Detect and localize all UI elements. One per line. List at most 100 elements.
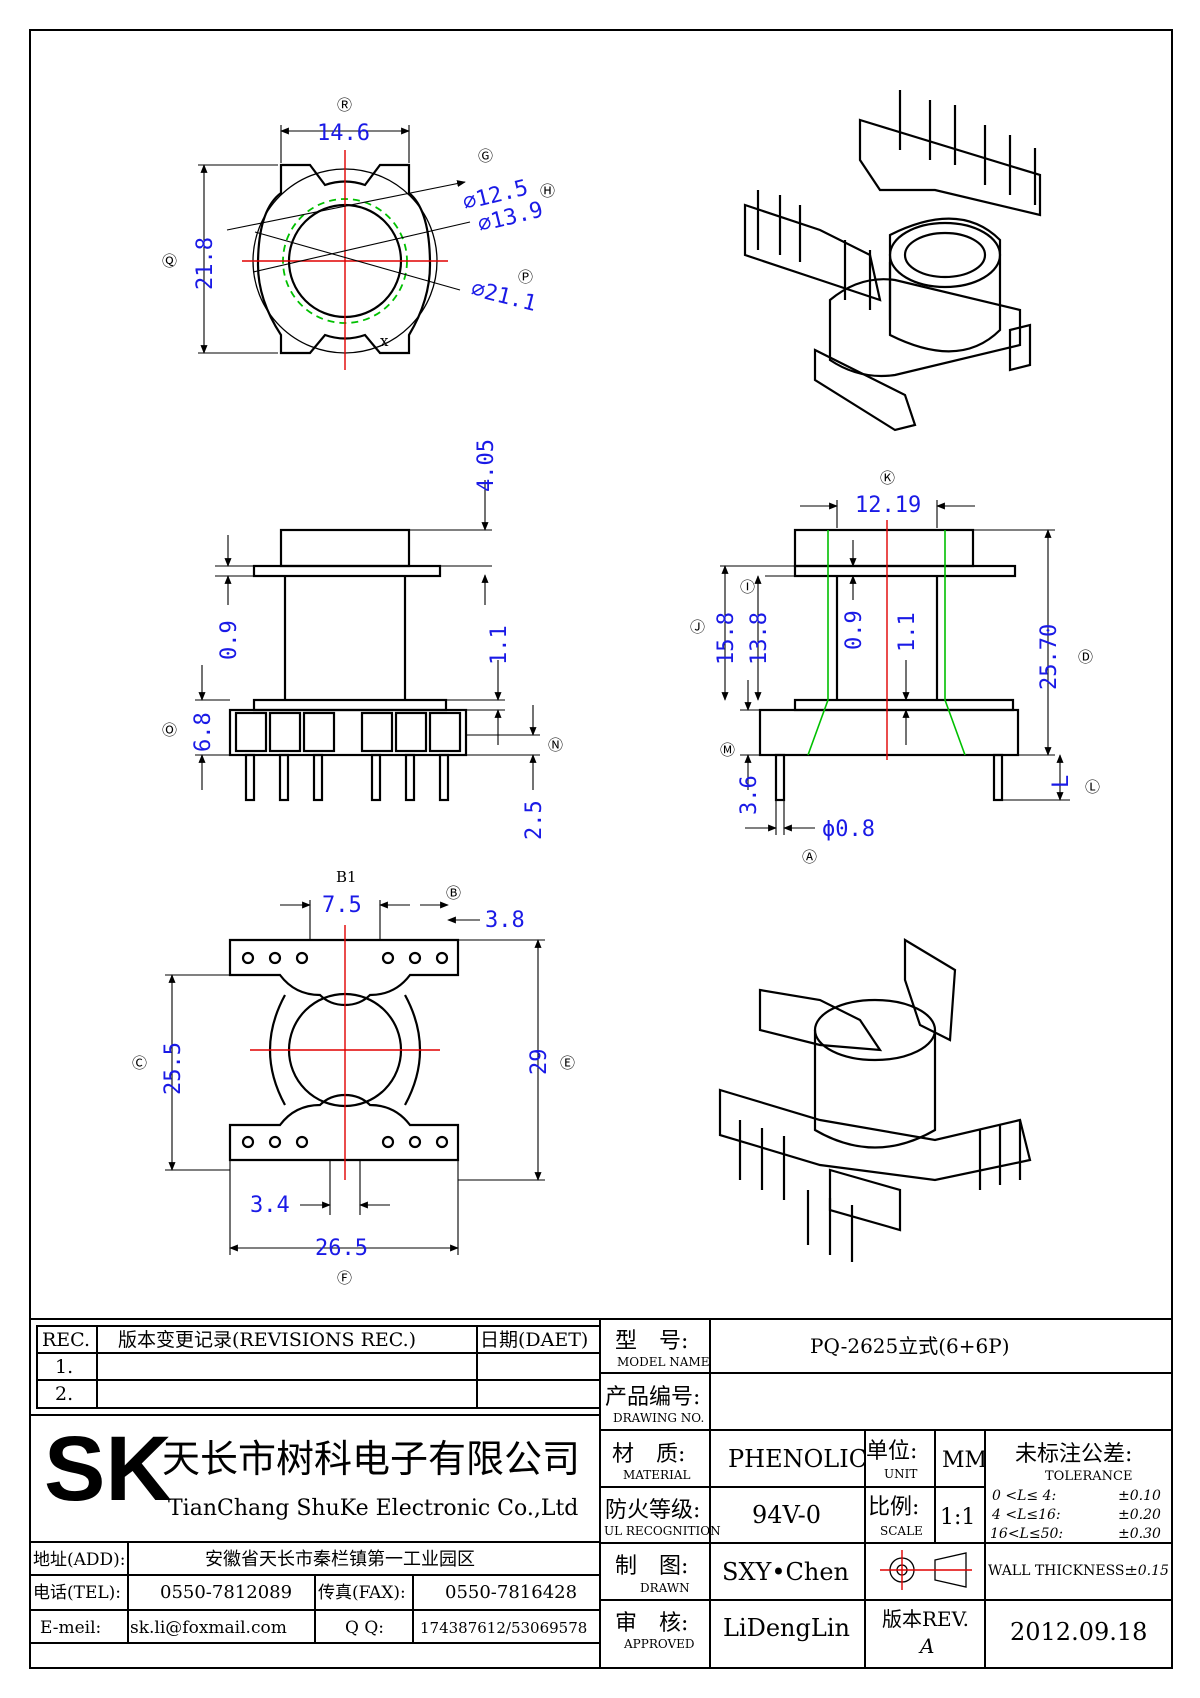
bottom-center-dim: 3.4 xyxy=(250,1193,290,1218)
fax-value: 0550-7816428 xyxy=(445,1582,577,1603)
material-value: PHENOLIC xyxy=(728,1445,867,1473)
label-R: Ⓡ xyxy=(337,96,352,114)
title-block: REC. 版本变更记录(REVISIONS REC.) 日期(DAET) 1. … xyxy=(29,1318,1173,1669)
model-value: PQ-2625立式(6+6P) xyxy=(810,1334,1010,1358)
label-B: Ⓑ xyxy=(446,884,461,902)
fax-label: 传真(FAX): xyxy=(318,1583,406,1603)
label-Q: Ⓠ xyxy=(162,252,177,270)
bottom-width-dim: 26.5 xyxy=(315,1236,368,1261)
unit-value: MM xyxy=(942,1448,987,1473)
side-flange-dim: 0.9 xyxy=(217,620,242,660)
bottom-view: 7.5 B1 3.8 Ⓑ 25.5 Ⓒ 29 Ⓔ 3.4 26.5 Ⓕ xyxy=(132,868,575,1287)
section-gap-dim: 1.1 xyxy=(895,612,920,652)
scale-sub: SCALE xyxy=(880,1524,923,1538)
ul-value: 94V-0 xyxy=(752,1501,821,1529)
tol-value-1: ±0.10 xyxy=(1118,1488,1161,1504)
label-L: Ⓛ xyxy=(1085,778,1100,796)
tel-value: 0550-7812089 xyxy=(160,1582,292,1603)
approved-label: 审 核: xyxy=(615,1611,688,1636)
ul-label: 防火等级: xyxy=(605,1498,700,1523)
addr-label: 地址(ADD): xyxy=(33,1550,126,1570)
qq-label: Q Q: xyxy=(345,1618,384,1638)
unit-sub: UNIT xyxy=(884,1467,917,1481)
label-E: Ⓔ xyxy=(560,1054,575,1072)
side-view: 4.05 0.9 1.1 6.8 Ⓞ 2.5 Ⓝ xyxy=(162,439,563,840)
drawing-sub: DRAWING NO. xyxy=(613,1411,704,1425)
iso-view-bottom xyxy=(718,938,1032,1262)
section-flange-dim: 0.9 xyxy=(842,610,867,650)
projection-symbol-icon xyxy=(880,1550,972,1590)
side-gap-dim: 1.1 xyxy=(487,625,512,665)
wall-label: WALL THICKNESS: xyxy=(988,1563,1129,1579)
label-J: Ⓙ xyxy=(690,618,705,636)
tol-label: 未标注公差: xyxy=(1015,1442,1132,1467)
drawing-label: 产品编号: xyxy=(605,1385,700,1410)
section-inner-dim: 13.8 xyxy=(747,612,772,665)
rev-label: 版本REV. xyxy=(882,1607,969,1631)
tol-range-3: 16<L≤50: xyxy=(990,1526,1063,1542)
side-top-dim: 4.05 xyxy=(474,439,499,492)
label-K: Ⓚ xyxy=(880,469,895,487)
company-name-en: TianChang ShuKe Electronic Co.,Ltd xyxy=(168,1496,578,1521)
section-width-dim: 12.19 xyxy=(855,493,921,518)
label-I: Ⓘ xyxy=(740,578,755,596)
tol-sub: TOLERANCE xyxy=(1045,1469,1132,1484)
label-P: Ⓟ xyxy=(518,268,533,286)
date-value: 2012.09.18 xyxy=(1010,1618,1147,1646)
rev-header: REC. xyxy=(42,1329,90,1351)
top-width-dim: 14.6 xyxy=(317,121,370,146)
unit-label: 单位: xyxy=(866,1439,917,1464)
iso-bottom-pins xyxy=(738,1120,1022,1262)
top-height-dim: 21.8 xyxy=(193,237,218,290)
bottom-slot-dim: 7.5 xyxy=(322,893,362,918)
side-base-dim: 6.8 xyxy=(191,712,216,752)
label-H: Ⓗ xyxy=(540,182,555,200)
section-outer-dim: 15.8 xyxy=(714,612,739,665)
drawn-sub: DRAWN xyxy=(640,1581,690,1595)
bottom-outer-dim: 29 xyxy=(527,1049,552,1076)
tel-label: 电话(TEL): xyxy=(33,1583,121,1603)
approved-sub: APPROVED xyxy=(623,1637,695,1651)
wall-value: ±0.15 xyxy=(1126,1563,1169,1579)
label-A: Ⓐ xyxy=(802,848,817,866)
label-M: Ⓜ xyxy=(720,741,735,759)
side-pins xyxy=(244,753,450,802)
material-label: 材 质: xyxy=(612,1442,685,1467)
label-F: Ⓕ xyxy=(337,1269,352,1287)
tol-value-3: ±0.30 xyxy=(1118,1526,1161,1542)
bottom-pitch-dim: 3.8 xyxy=(485,908,525,933)
rev-row-1: 1. xyxy=(55,1356,73,1378)
section-base-dim: 3.6 xyxy=(737,775,762,815)
material-sub: MATERIAL xyxy=(623,1468,691,1482)
ul-sub: UL RECOGNITION xyxy=(604,1524,721,1538)
section-view: 12.19 Ⓚ 13.8 15.8 Ⓘ Ⓙ 0.9 1.1 25.70 Ⓓ 3.… xyxy=(690,469,1100,866)
label-O: Ⓞ xyxy=(162,721,177,739)
tol-range-1: 0 <L≤ 4: xyxy=(992,1488,1056,1504)
section-total-dim: 25.70 xyxy=(1037,624,1062,690)
drawn-value: SXY•Chen xyxy=(722,1558,849,1586)
label-B1: B1 xyxy=(336,868,357,886)
rev-title: 版本变更记录(REVISIONS REC.) xyxy=(118,1329,416,1351)
top-view: 14.6 Ⓡ 21.8 Ⓠ ⌀12.5 ⌀13.9 ⌀21.1 Ⓖ Ⓗ Ⓟ x xyxy=(162,96,555,370)
email-label: E-meil: xyxy=(40,1618,101,1638)
bottom-height-dim: 25.5 xyxy=(161,1042,186,1095)
rev-row-2: 2. xyxy=(55,1383,73,1405)
model-sub: MODEL NAME xyxy=(617,1355,710,1369)
iso-top-pins xyxy=(756,90,1037,320)
email-value: sk.li@foxmail.com xyxy=(130,1618,287,1638)
side-pin-blocks xyxy=(234,711,462,753)
side-pin-dim: 2.5 xyxy=(522,800,547,840)
qq-value: 174387612/53069578 xyxy=(420,1619,587,1637)
scale-label: 比例: xyxy=(868,1495,919,1520)
tol-value-2: ±0.20 xyxy=(1118,1507,1161,1523)
section-pin-len-dim: L xyxy=(1049,775,1074,788)
drawn-label: 制 图: xyxy=(615,1554,688,1579)
bottom-pin-holes xyxy=(241,951,449,1149)
addr-value: 安徽省天长市秦栏镇第一工业园区 xyxy=(205,1549,475,1570)
rev-value: A xyxy=(918,1634,934,1658)
date-header: 日期(DAET) xyxy=(480,1329,588,1351)
tol-range-2: 4 <L≤16: xyxy=(991,1507,1061,1523)
label-G: Ⓖ xyxy=(478,147,493,165)
scale-value: 1:1 xyxy=(940,1505,975,1530)
